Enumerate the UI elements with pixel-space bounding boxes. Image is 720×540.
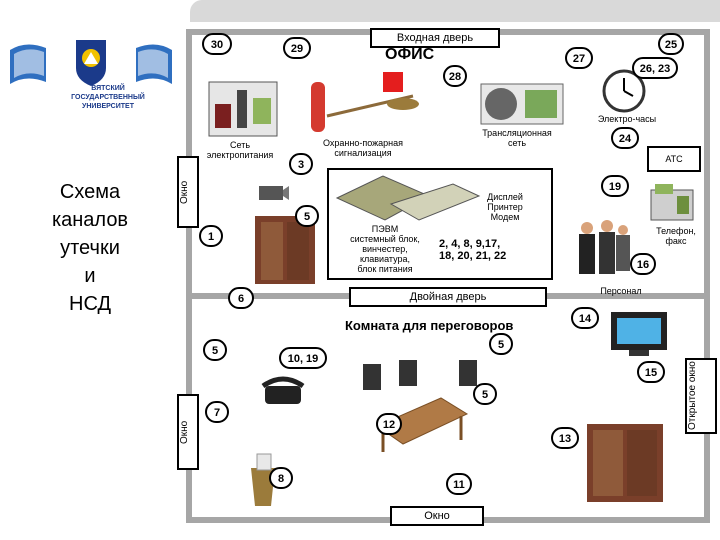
meeting-table-icon — [375, 397, 469, 452]
floor-plan: Входная дверь ОФИС Окно Двойная дверь Ко… — [177, 28, 717, 526]
caption-display: Дисплей Принтер Модем — [487, 192, 523, 222]
caption-alarm: Охранно-пожарная сигнализация — [322, 138, 403, 158]
caption-clock: Электро-часы — [597, 114, 657, 124]
computer-icon — [335, 175, 481, 221]
trash-bin-icon — [251, 453, 275, 506]
caption-ats: АТС — [647, 146, 701, 172]
coat-of-arms-icon — [76, 40, 106, 86]
caption-personnel: Персонал — [600, 286, 642, 296]
left-panel: ВЯТСКИЙ ГОСУДАРСТВЕННЫЙ УНИВЕРСИТЕТ Схем… — [0, 0, 180, 540]
chairs-icon — [363, 360, 477, 390]
double-door: Двойная дверь — [349, 287, 547, 307]
top-bar — [190, 0, 720, 22]
window-bottom-left: Окно — [177, 394, 199, 470]
university-name: ВЯТСКИЙ ГОСУДАРСТВЕННЫЙ УНИВЕРСИТЕТ — [71, 85, 145, 110]
office-label: ОФИС — [385, 46, 435, 63]
meeting-room-label: Комната для переговоров — [345, 318, 514, 333]
tv-icon — [611, 312, 667, 356]
pc-channel-numbers: 2, 4, 8, 9,17, 18, 20, 21, 22 — [439, 238, 507, 262]
personnel-icon — [579, 220, 630, 274]
open-window: Открытое окно — [685, 358, 717, 434]
caption-power: Сеть электропитания — [206, 140, 274, 160]
university-logo — [10, 40, 172, 86]
cabinet-icon — [255, 216, 315, 284]
video-camera-icon — [259, 186, 289, 200]
flag-banner-left — [10, 44, 46, 84]
broadcast-speaker-icon — [480, 83, 564, 125]
window-top-left: Окно — [177, 156, 199, 228]
phone-icon — [261, 376, 305, 404]
slide-title: Схема каналов утечки и НСД — [51, 181, 129, 315]
caption-pc: ПЭВМ системный блок, винчестер, клавиату… — [350, 224, 420, 274]
flag-banner-right — [136, 44, 172, 84]
caption-broadcast: Трансляционная сеть — [482, 128, 552, 148]
caption-fax: Телефон, факс — [656, 226, 696, 246]
power-panel-icon — [208, 81, 278, 137]
wall-clock-icon — [602, 69, 646, 113]
entrance-door: Входная дверь — [370, 28, 500, 48]
bottom-window: Окно — [390, 506, 484, 526]
fire-alarm-icon — [311, 72, 419, 132]
fax-icon — [650, 184, 694, 221]
meeting-cabinet-icon — [587, 424, 663, 502]
